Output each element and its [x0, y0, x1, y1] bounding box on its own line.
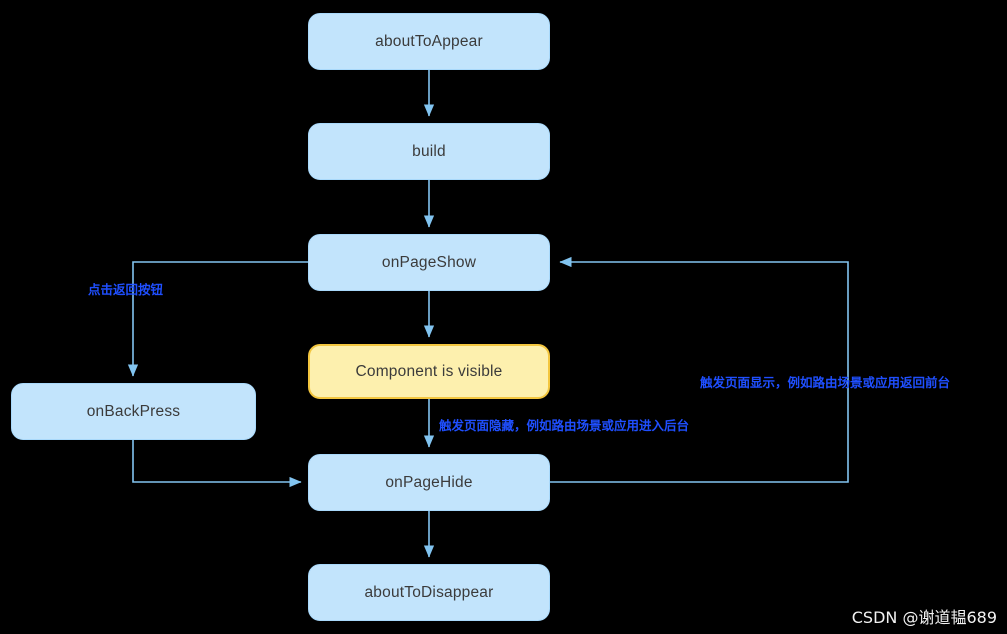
node-label: onBackPress	[86, 402, 181, 420]
edge-label-page-hide: 触发页面隐藏，例如路由场景或应用进入后台	[439, 418, 690, 433]
node-about-to-disappear[interactable]: aboutToDisappear	[308, 564, 550, 621]
edge-backpress-to-pagehide	[132, 440, 302, 488]
node-about-to-appear[interactable]: aboutToAppear	[308, 13, 550, 70]
node-label: aboutToAppear	[375, 32, 483, 50]
node-on-page-show[interactable]: onPageShow	[308, 234, 550, 291]
node-label: Component is visible	[355, 362, 503, 380]
edge-label-back-press: 点击返回按钮	[88, 282, 164, 297]
node-label: build	[412, 142, 446, 160]
node-component-is-visible[interactable]: Component is visible	[308, 344, 550, 399]
node-build[interactable]: build	[308, 123, 550, 180]
edge-label-page-show: 触发页面显示，例如路由场景或应用返回前台	[700, 375, 951, 390]
node-label: onPageShow	[381, 253, 477, 271]
node-on-page-hide[interactable]: onPageHide	[308, 454, 550, 511]
node-label: onPageHide	[385, 473, 473, 491]
watermark: CSDN @谢道韫689	[851, 608, 997, 627]
node-label: aboutToDisappear	[364, 583, 494, 601]
node-on-back-press[interactable]: onBackPress	[11, 383, 256, 440]
